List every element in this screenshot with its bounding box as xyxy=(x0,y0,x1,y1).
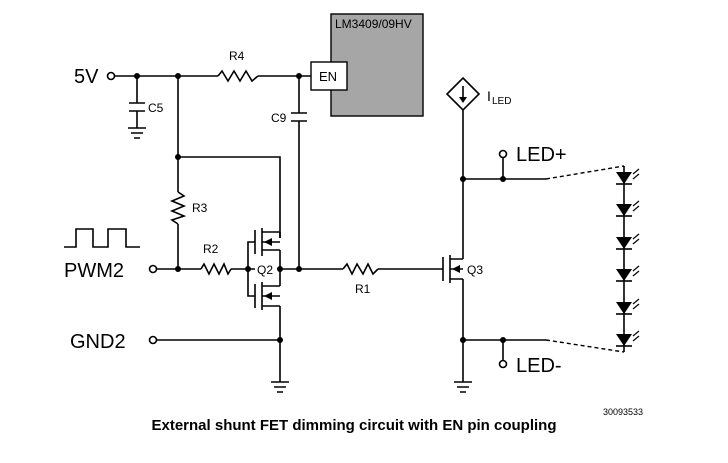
figure-caption: External shunt FET dimming circuit with … xyxy=(151,417,556,434)
q3-gate xyxy=(437,257,444,281)
led-minus-terminal xyxy=(498,359,508,369)
pwm-waveform-icon xyxy=(64,228,140,248)
q2-label: Q2 xyxy=(257,263,273,277)
led-diode-icon xyxy=(616,233,640,250)
q3-arrow xyxy=(452,265,460,273)
q2-lower-gate xyxy=(247,269,256,308)
r4-resistor xyxy=(217,69,259,83)
q3-label: Q3 xyxy=(467,263,483,277)
r3-label: R3 xyxy=(192,201,208,215)
ic-label: LM3409/09HV xyxy=(335,17,412,31)
q2-upper-gate xyxy=(247,230,256,269)
pwm-terminal xyxy=(148,264,158,274)
q2-upper-drain-wire xyxy=(178,156,281,238)
en-pin-box xyxy=(310,61,348,91)
ground-gnd2-icon xyxy=(271,381,289,393)
led-diode-icon xyxy=(616,200,640,217)
gnd-wire xyxy=(156,339,281,382)
r4-label: R4 xyxy=(229,49,245,63)
node-gnd xyxy=(277,337,283,343)
gnd-terminal xyxy=(148,335,158,345)
led-diode-icon xyxy=(616,330,640,347)
led-plus-dashed xyxy=(545,165,625,180)
iled-subscript: LED xyxy=(492,96,511,107)
vin-terminal xyxy=(106,71,116,81)
led-minus-dashed xyxy=(545,339,625,353)
current-source-arrowhead xyxy=(459,97,467,103)
r2-resistor xyxy=(200,262,232,276)
c5-capacitor xyxy=(129,102,145,112)
pwm-label: PWM2 xyxy=(64,260,124,282)
r1-label: R1 xyxy=(355,282,371,296)
en-pin-label: EN xyxy=(319,69,337,84)
vin-label: 5V xyxy=(74,66,99,88)
c5-label: C5 xyxy=(148,101,164,115)
gnd-label: GND2 xyxy=(70,331,126,353)
r2-label: R2 xyxy=(203,242,219,256)
c9-label: C9 xyxy=(271,111,287,125)
node-pwm-r3 xyxy=(175,266,181,272)
led-string xyxy=(616,168,640,347)
ground-c5-icon xyxy=(128,127,146,139)
led-minus-label: LED- xyxy=(516,355,562,377)
c9-capacitor xyxy=(291,112,307,122)
iled-label: I xyxy=(487,88,491,104)
r3-resistor xyxy=(169,191,187,225)
led-diode-icon xyxy=(616,168,640,185)
led-diode-icon xyxy=(616,298,640,315)
led-plus-label: LED+ xyxy=(516,144,567,166)
figure-id: 30093533 xyxy=(603,407,643,417)
r1-resistor xyxy=(342,262,379,276)
led-diode-icon xyxy=(616,265,640,282)
led-plus-terminal xyxy=(498,149,508,159)
q2-lower-leads xyxy=(262,269,281,340)
ground-q3-icon xyxy=(454,381,472,393)
q2-upper-leads xyxy=(262,231,281,269)
